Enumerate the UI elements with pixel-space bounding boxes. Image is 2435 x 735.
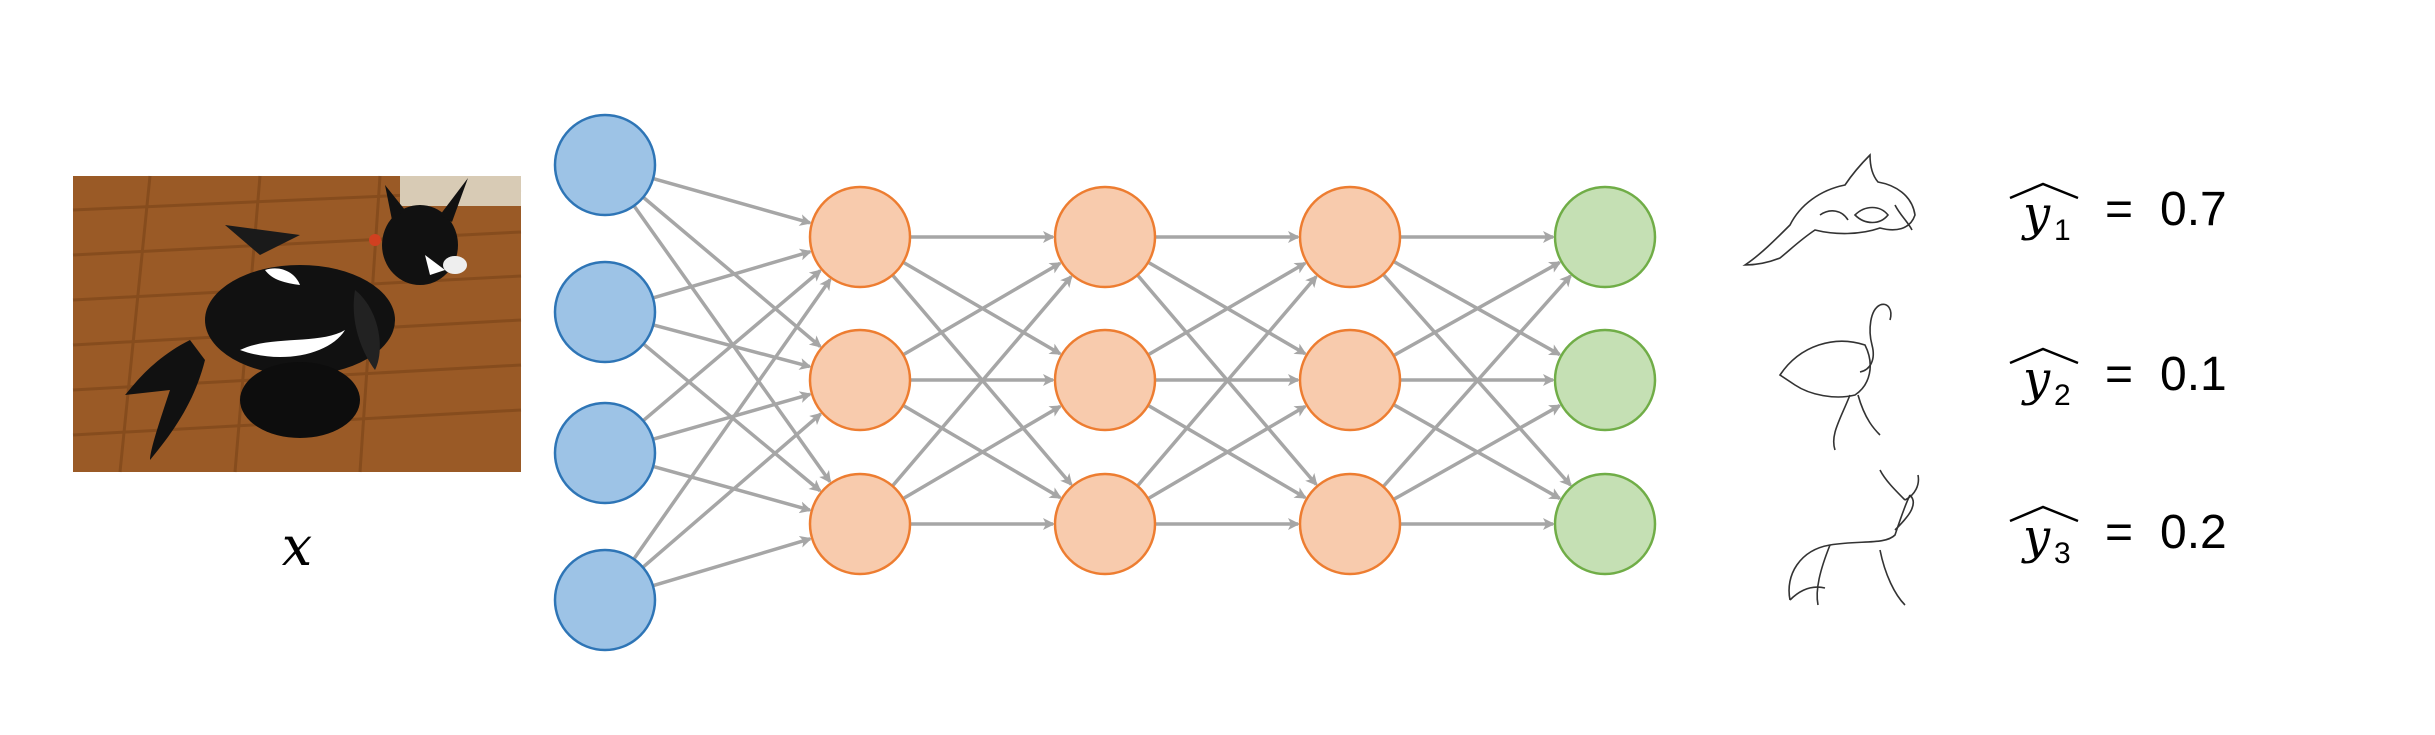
edge (902, 404, 1062, 501)
output-subscript: 1 (2054, 214, 2071, 247)
hidden-3-node (1298, 472, 1402, 576)
equals-sign: = (2105, 506, 2133, 559)
edge (642, 195, 822, 348)
equals-sign: = (2105, 348, 2133, 401)
input-node (553, 113, 657, 217)
hidden-2-node (1053, 472, 1157, 576)
hidden-2-node (1053, 328, 1157, 432)
edge (641, 412, 823, 569)
edge (652, 248, 813, 300)
hidden-1-node (808, 185, 912, 289)
edge (1136, 275, 1318, 488)
edge (891, 275, 1073, 488)
output-symbol: y (2021, 351, 2051, 407)
edge (642, 269, 822, 423)
input-label: x (282, 515, 312, 578)
output-node (1553, 185, 1657, 289)
edge (902, 261, 1062, 357)
edge (1392, 260, 1562, 358)
flamingo-icon (1778, 303, 1892, 451)
edge (652, 176, 812, 226)
input-node (553, 260, 657, 364)
output-value: 0.1 (2160, 348, 2227, 401)
edge (652, 535, 813, 588)
output-symbol: y (2021, 186, 2051, 242)
edge (1147, 261, 1307, 357)
hidden-3-node (1298, 328, 1402, 432)
input-image (72, 175, 522, 473)
equals-sign: = (2105, 183, 2133, 236)
output-label-2: y 2 = 0.1 (2009, 347, 2227, 412)
output-subscript: 2 (2054, 379, 2071, 412)
edge (1392, 404, 1562, 501)
output-symbol: y (2021, 509, 2051, 565)
hidden-2-node (1053, 185, 1157, 289)
network-edges (632, 176, 1572, 588)
edge (652, 391, 812, 441)
edge (652, 464, 812, 514)
output-label-1: y 1 = 0.7 (2009, 182, 2227, 247)
input-node (553, 548, 657, 652)
output-label-3: y 3 = 0.2 (2009, 505, 2227, 570)
hidden-1-node (808, 328, 912, 432)
network-nodes (553, 113, 1657, 652)
output-subscript: 3 (2054, 537, 2071, 570)
edge (1381, 274, 1572, 488)
edge (1147, 404, 1307, 501)
hidden-1-node (808, 472, 912, 576)
orca-icon (1742, 153, 1916, 266)
output-value: 0.7 (2160, 183, 2227, 236)
hidden-3-node (1298, 185, 1402, 289)
deer-icon (1788, 469, 1920, 606)
output-value: 0.2 (2160, 506, 2227, 559)
edge (632, 277, 832, 561)
output-node (1553, 472, 1657, 576)
input-node (553, 401, 657, 505)
output-node (1553, 328, 1657, 432)
